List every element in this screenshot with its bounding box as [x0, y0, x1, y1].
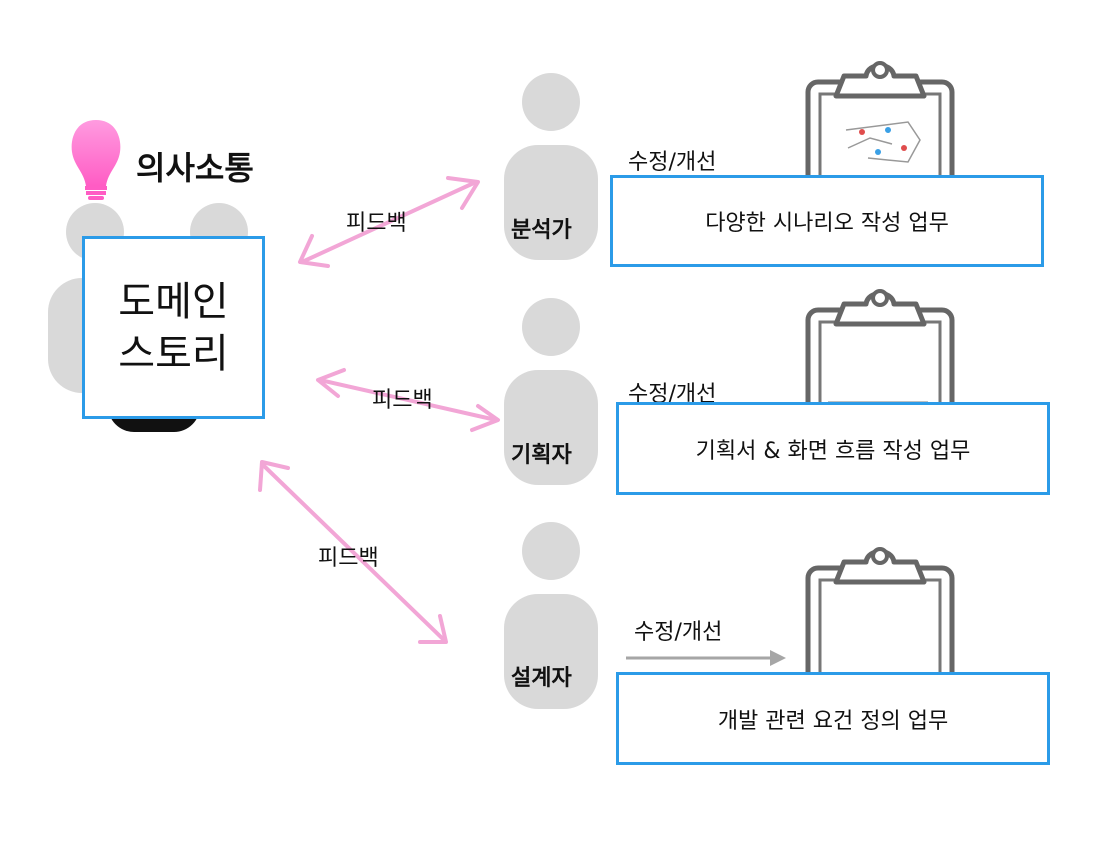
task-text-planner: 기획서 & 화면 흐름 작성 업무: [695, 438, 971, 464]
task-text-analyst: 다양한 시나리오 작성 업무: [705, 211, 949, 236]
domain-story-box: 도메인 스토리: [82, 236, 265, 419]
domain-story-line2: 스토리: [118, 330, 229, 377]
designer-body: [504, 594, 598, 709]
analyst-body: [504, 145, 598, 260]
revise-label-designer: 수정/개선: [634, 620, 723, 645]
feedback-label-designer: 피드백: [318, 546, 379, 571]
domain-story-line1: 도메인: [118, 278, 229, 325]
planner-body: [504, 370, 598, 485]
revise-label-analyst: 수정/개선: [628, 150, 717, 175]
task-box-planner: 기획서 & 화면 흐름 작성 업무: [616, 402, 1050, 495]
analyst-head: [522, 73, 580, 131]
planner-head: [522, 298, 580, 356]
task-box-designer: 개발 관련 요건 정의 업무: [616, 672, 1050, 765]
task-box-analyst: 다양한 시나리오 작성 업무: [610, 175, 1044, 267]
role-label-analyst: 분석가: [511, 218, 572, 243]
role-label-designer: 설계자: [511, 666, 572, 691]
feedback-label-planner: 피드백: [372, 388, 433, 413]
task-text-designer: 개발 관련 요건 정의 업무: [717, 708, 949, 734]
designer-head: [522, 522, 580, 580]
communication-title: 의사소통: [136, 149, 254, 187]
feedback-label-analyst: 피드백: [346, 211, 407, 236]
role-label-planner: 기획자: [511, 443, 572, 468]
